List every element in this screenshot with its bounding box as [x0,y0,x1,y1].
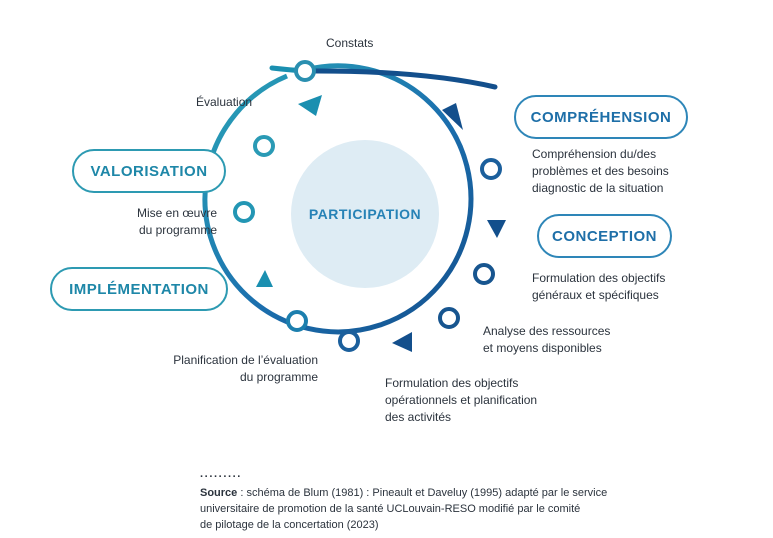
source-label: Source [200,487,238,499]
phase-implementation: IMPLÉMENTATION [50,267,228,311]
arrow-up-top-left-icon [298,95,322,116]
phase-comprehension: COMPRÉHENSION [514,95,688,139]
step-operationnels: Formulation des objectifs opérationnels … [385,375,537,426]
step-comprehension-line1: Compréhension du/des [532,147,657,161]
step-operationnels-line2: opérationnels et planification [385,393,538,407]
phase-comprehension-label: COMPRÉHENSION [530,108,672,126]
node-evaluation [253,135,275,157]
step-mise-line2: du programme [138,223,217,237]
source-text1: : schéma de Blum (1981) : Pineault et Da… [237,487,608,499]
phase-valorisation: VALORISATION [72,149,226,193]
node-operationnels [338,330,360,352]
node-comprehension [480,158,502,180]
step-evaluation: Évaluation [196,95,253,109]
step-planification-line1: Planification de l’évaluation [173,353,318,367]
step-comprehension-line2: problèmes et des besoins [532,164,669,178]
step-operationnels-line3: des activités [385,410,452,424]
step-ressources-line1: Analyse des ressources [483,324,611,338]
step-objectifs: Formulation des objectifs généraux et sp… [532,270,665,304]
step-comprehension-line3: diagnostic de la situation [532,181,664,195]
node-constats [294,60,316,82]
step-planification: Planification de l’évaluation du program… [150,352,318,386]
phase-conception-label: CONCEPTION [551,227,657,245]
cycle-exit-line [302,68,498,90]
source-line2: universitaire de promotion de la santé U… [200,503,581,515]
step-objectifs-line2: généraux et spécifiques [532,288,659,302]
source-line3: de pilotage de la concertation (2023) [200,519,379,531]
node-ressources [438,307,460,329]
arrow-right-top-icon [442,103,463,130]
source-dots: ········· [200,471,242,483]
step-operationnels-line1: Formulation des objectifs [385,376,519,390]
phase-conception: CONCEPTION [537,214,672,258]
step-objectifs-line1: Formulation des objectifs [532,271,666,285]
arrow-up-left-icon [256,270,273,287]
arrow-left-bottom-icon [392,332,412,352]
node-objectifs [473,263,495,285]
step-mise-line1: Mise en œuvre [136,206,217,220]
step-constats: Constats [326,36,374,50]
step-ressources: Analyse des ressources et moyens disponi… [483,323,610,357]
step-comprehension: Compréhension du/des problèmes et des be… [532,146,669,197]
phase-implementation-label: IMPLÉMENTATION [69,280,209,298]
step-planification-line2: du programme [239,370,318,384]
participation-circle: PARTICIPATION [291,140,439,288]
phase-valorisation-label: VALORISATION [90,162,208,180]
step-ressources-line2: et moyens disponibles [483,341,602,355]
node-mise-en-oeuvre [233,201,255,223]
node-planification [286,310,308,332]
source-line1: Source : schéma de Blum (1981) : Pineaul… [200,485,640,501]
source-note: ········· Source : schéma de Blum (1981)… [200,469,640,533]
step-mise-en-oeuvre: Mise en œuvre du programme [115,205,217,239]
participation-label: PARTICIPATION [308,206,422,222]
arrow-down-right-icon [487,220,506,238]
